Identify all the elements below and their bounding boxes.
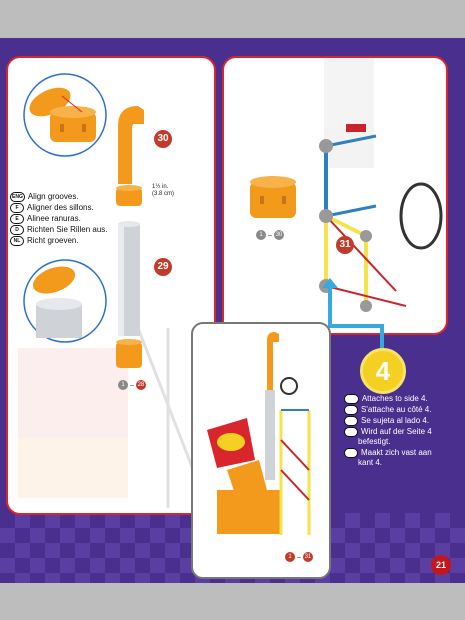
step-number-30: 30 <box>154 130 172 148</box>
frame-assembly <box>319 124 443 312</box>
connector-arrow <box>322 278 384 364</box>
side-4-marker: 4 <box>360 348 406 394</box>
faded-tube-illustration <box>324 58 374 168</box>
orange-coupler-right <box>250 176 296 218</box>
step-29-range: 1–28 <box>118 380 146 390</box>
orange-base-coupler <box>116 339 142 368</box>
page-number: 21 <box>431 555 451 575</box>
completed-model-illustration <box>207 332 311 535</box>
grey-tube <box>118 221 140 336</box>
orange-elbow-piece <box>118 106 144 184</box>
zoom-circle-tube-join <box>23 259 107 343</box>
dimension-label: 1½ in. (3.8 cm) <box>152 184 175 197</box>
zoom-circle-coupler <box>23 73 107 157</box>
instruction-attach-nl-cont: kant 4. <box>358 458 383 467</box>
step-31-range: 1–30 <box>256 230 284 240</box>
step-number-31: 31 <box>336 236 354 254</box>
orange-coupler <box>116 185 142 206</box>
right-step-panel: 1–30 31 <box>222 56 448 335</box>
step-number-29: 29 <box>154 258 172 276</box>
instruction-attach-d-cont: befestigt. <box>358 437 391 446</box>
inset-range: 1–31 <box>285 552 313 562</box>
progress-inset-panel: 1–31 <box>191 322 331 579</box>
